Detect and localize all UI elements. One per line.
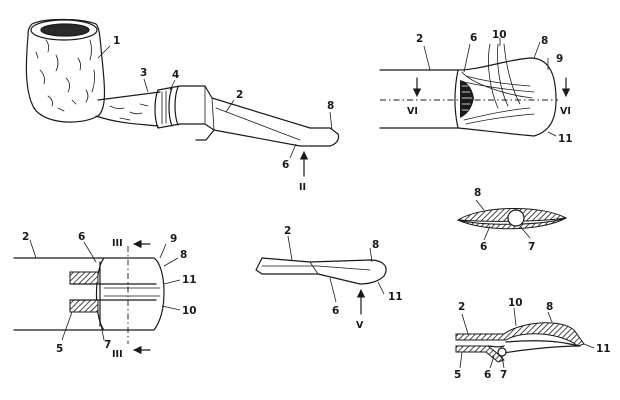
section-view-label-edge: 9 (170, 233, 177, 245)
pipe-ferrule (154, 85, 181, 129)
section-view-outline (13, 257, 165, 331)
mouthpiece-side-figure: 2 8 6 11 V (255, 225, 403, 331)
mouthpiece-side-label-tip: 8 (372, 239, 379, 251)
mouthpiece-side-label-underside: 6 (332, 305, 339, 317)
section-view-figure: 2 6 III 9 8 11 10 5 7 III (13, 231, 197, 360)
pipe-bowl (25, 18, 106, 123)
pipe-stem (179, 85, 340, 147)
mouthpiece-side-label-view-arrow: V (356, 320, 364, 331)
mouthpiece-top-label-stem: 2 (416, 33, 423, 45)
cross-section-label-lower-wall: 6 (480, 241, 487, 253)
longitudinal-section-label-stem: 2 (458, 301, 465, 313)
longitudinal-section-label-grooves: 10 (508, 297, 523, 309)
pipe-label-stem: 2 (236, 89, 243, 101)
cross-section-bore (507, 209, 525, 227)
section-view-label-section-bottom: III (112, 349, 123, 360)
mouthpiece-top-label-section-left: VI (407, 106, 418, 117)
mouthpiece-top-label-grooves: 10 (492, 29, 507, 41)
mouthpiece-top-label-channel: 6 (470, 32, 477, 44)
cross-section-label-shell: 8 (474, 187, 481, 199)
pipe-label-bowl: 1 (113, 35, 120, 47)
section-view-label-grooves: 10 (182, 305, 197, 317)
mouthpiece-side-label-bottom-edge: 11 (388, 291, 403, 303)
mouthpiece-top-label-edge: 9 (556, 53, 563, 65)
cross-section-lower-wall (457, 217, 567, 230)
mouthpiece-side-label-stem: 2 (284, 225, 291, 237)
section-view-label-bore: 7 (104, 339, 111, 351)
section-view-insert (69, 271, 99, 285)
pipe-label-shank: 3 (140, 67, 147, 79)
section-view-label-bottom-edge: 11 (182, 274, 197, 286)
pipe-label-ferrule: 4 (172, 69, 179, 81)
mouthpiece-top-label-tip: 8 (541, 35, 548, 47)
cross-section-label-bore: 7 (528, 241, 535, 253)
pipe-label-view-arrow: II (299, 182, 306, 193)
section-view-label-tip: 8 (180, 249, 187, 261)
mouthpiece-top-channel (460, 80, 474, 118)
cross-section-figure: 8 6 7 (456, 187, 568, 253)
mouthpiece-top-figure: 2 6 10 8 9 11 VI VI (379, 29, 573, 145)
longitudinal-section-label-bore: 7 (500, 369, 507, 381)
section-view-label-channel: 6 (78, 231, 85, 243)
section-view-label-stem: 2 (22, 231, 29, 243)
longitudinal-section-label-channel: 6 (484, 369, 491, 381)
section-view-label-section-top: III (112, 238, 123, 249)
mouthpiece-top-label-section-right: VI (560, 106, 571, 117)
longitudinal-section-label-tip: 8 (546, 301, 553, 313)
pipe-bowl-rim (30, 19, 98, 41)
mouthpiece-side-outline (255, 257, 387, 285)
longitudinal-section-label-insert: 5 (454, 369, 461, 381)
longitudinal-section-figure: 2 10 8 5 6 7 11 (454, 297, 611, 381)
pipe-figure: 1 3 4 2 8 6 II (25, 18, 340, 193)
pipe-shank (95, 91, 161, 127)
pipe-bowl-opening (40, 23, 90, 37)
longitudinal-section-upper-wall (455, 322, 585, 347)
pipe-label-tip: 8 (327, 100, 334, 112)
pipe-label-underside: 6 (282, 159, 289, 171)
mouthpiece-top-label-bottom-edge: 11 (558, 133, 573, 145)
section-view-label-insert: 5 (56, 343, 63, 355)
longitudinal-section-lower-wall (455, 345, 505, 363)
longitudinal-section-label-bottom-edge: 11 (596, 343, 611, 355)
